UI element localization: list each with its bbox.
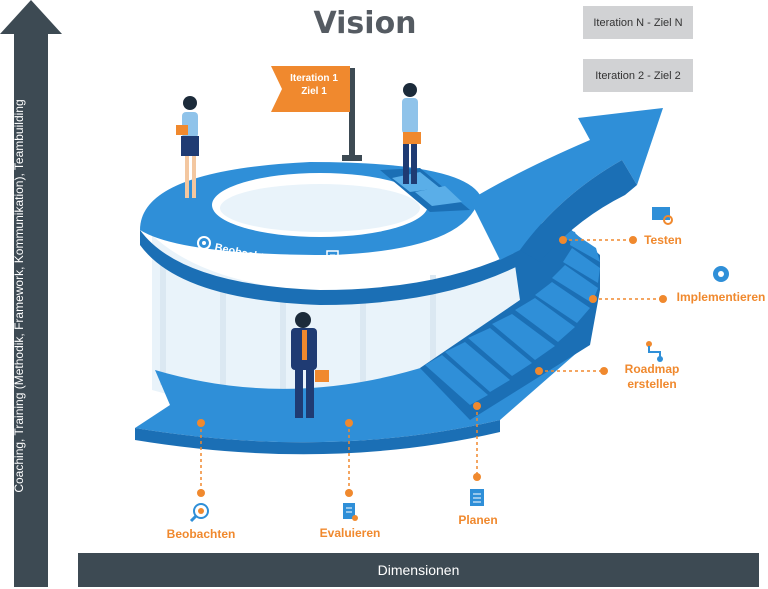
roadmap-line-1: Roadmap bbox=[624, 362, 680, 376]
label-roadmap: Roadmap erstellen bbox=[612, 362, 692, 392]
woman-figure bbox=[176, 96, 199, 198]
plan-icon bbox=[470, 489, 484, 506]
observe-icon bbox=[189, 503, 209, 523]
vertical-axis-label: Coaching, Training (Methodik, Framework,… bbox=[12, 99, 26, 493]
connector-dots bbox=[197, 236, 667, 497]
connector-lines bbox=[200, 239, 663, 492]
roadmap-line-2: erstellen bbox=[627, 377, 677, 391]
implement-gear-icon bbox=[713, 266, 729, 282]
man-center-figure bbox=[291, 312, 329, 418]
iteration-n-box: Iteration N - Ziel N bbox=[583, 6, 693, 39]
test-icon bbox=[652, 207, 673, 225]
flag-label: Iteration 1 Ziel 1 bbox=[274, 72, 354, 98]
man-top-figure bbox=[402, 83, 421, 184]
flag-line-1: Iteration 1 bbox=[290, 73, 338, 84]
vision-title: Vision bbox=[313, 6, 417, 41]
roadmap-icon bbox=[646, 341, 663, 362]
spiral-staircase bbox=[420, 220, 600, 420]
evaluate-ring-icon bbox=[326, 250, 339, 266]
big-upward-arrow bbox=[470, 108, 663, 262]
observe-ring-icon bbox=[194, 236, 211, 253]
dimensions-label: Dimensionen bbox=[377, 562, 460, 578]
label-implementieren: Implementieren bbox=[676, 290, 766, 304]
label-beobachten: Beobachten bbox=[166, 527, 236, 541]
evaluate-icon bbox=[343, 503, 358, 521]
upper-ring bbox=[140, 162, 520, 305]
vertical-axis-arrow bbox=[0, 0, 62, 587]
label-planen: Planen bbox=[458, 513, 498, 527]
iteration-2-box: Iteration 2 - Ziel 2 bbox=[583, 59, 693, 92]
label-evaluieren: Evaluieren bbox=[319, 526, 381, 540]
flag-line-2: Ziel 1 bbox=[301, 86, 327, 97]
label-testen: Testen bbox=[644, 233, 682, 247]
dimensions-axis-bar: Dimensionen bbox=[78, 553, 759, 587]
iteration-1-flag bbox=[271, 66, 362, 161]
